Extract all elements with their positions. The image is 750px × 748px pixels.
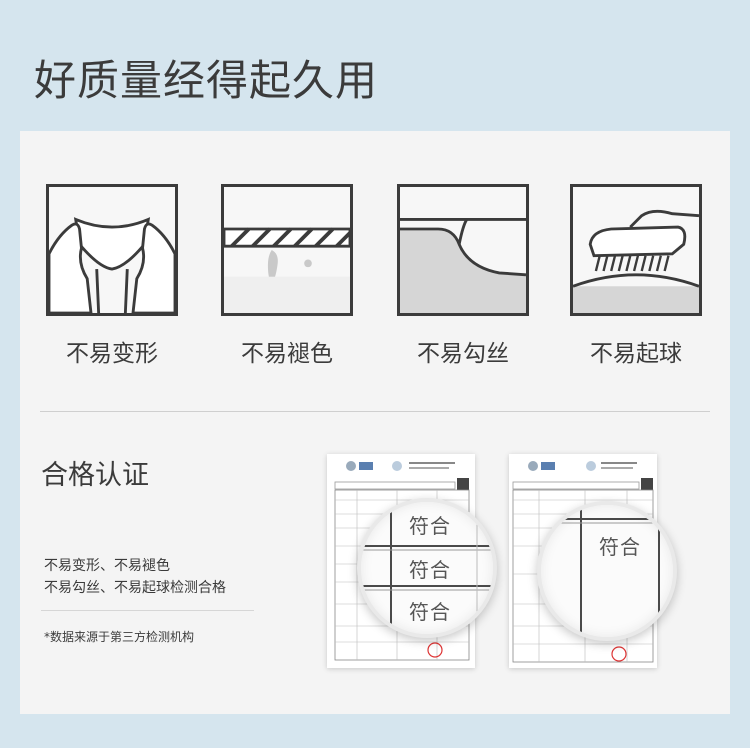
certification-description: 不易变形、不易褪色 不易勾丝、不易起球检测合格 bbox=[44, 555, 226, 599]
feature-no-fade: 不易褪色 bbox=[217, 184, 357, 368]
lens-text: 符合 bbox=[409, 558, 451, 582]
wringing-fabric-icon bbox=[221, 184, 353, 316]
lens-text: 符合 bbox=[599, 535, 641, 559]
data-source-footnote: *数据来源于第三方检测机构 bbox=[44, 630, 195, 644]
magnifier-lens: 符合 bbox=[537, 501, 677, 641]
desc-divider bbox=[41, 610, 254, 611]
brush-fabric-icon bbox=[570, 184, 702, 316]
feature-label: 不易勾丝 bbox=[417, 341, 509, 367]
magnifier-lens: 符合 符合 符合 bbox=[357, 498, 497, 638]
feature-no-deform: 不易变形 bbox=[42, 184, 182, 368]
page-title: 好质量经得起久用 bbox=[34, 56, 379, 105]
content-panel: 不易变形 不易褪色 不易勾丝 bbox=[20, 131, 730, 714]
section-divider bbox=[40, 411, 710, 412]
lens-text: 符合 bbox=[409, 514, 451, 538]
feature-no-snag: 不易勾丝 bbox=[393, 184, 533, 368]
feature-label: 不易变形 bbox=[66, 341, 158, 367]
certification-title: 合格认证 bbox=[41, 460, 149, 491]
certification-desc-line: 不易变形、不易褪色 bbox=[44, 558, 170, 574]
feature-no-pilling: 不易起球 bbox=[566, 184, 706, 368]
feature-label: 不易褪色 bbox=[241, 341, 333, 367]
feature-label: 不易起球 bbox=[590, 341, 682, 367]
lens-text: 符合 bbox=[409, 600, 451, 624]
fabric-snag-icon bbox=[397, 184, 529, 316]
certification-desc-line: 不易勾丝、不易起球检测合格 bbox=[44, 580, 226, 596]
hands-stretching-underwear-icon bbox=[46, 184, 178, 316]
